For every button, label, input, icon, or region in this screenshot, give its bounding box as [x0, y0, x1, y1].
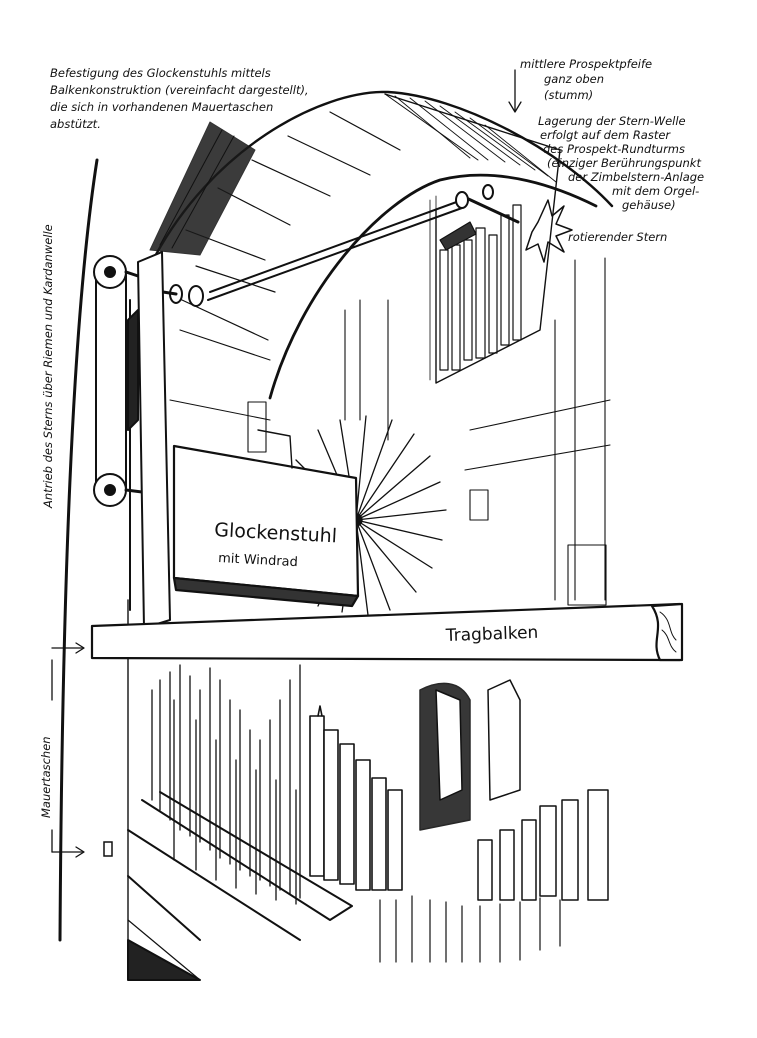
tragbalken-label: Tragbalken	[444, 623, 538, 646]
gallery-rail	[127, 791, 353, 981]
note-stern: rotierender Stern	[568, 230, 667, 244]
note-mauertaschen: Mauertaschen	[39, 736, 53, 818]
pipe-field-low	[379, 895, 561, 963]
wall-lines-right	[169, 257, 611, 606]
vertical-beam	[127, 251, 171, 629]
pipe-field-right	[419, 679, 609, 901]
note-lagerung: Lagerung der Stern-Welle erfolgt auf dem…	[538, 114, 704, 212]
svg-text:mit dem Orgel-: mit dem Orgel-	[612, 184, 699, 198]
glockenstuhl-box	[172, 429, 360, 608]
pillar-hatching	[149, 121, 256, 256]
prospekt-tower	[384, 93, 561, 384]
svg-text:erfolgt auf dem Raster: erfolgt auf dem Raster	[540, 128, 671, 142]
svg-text:(einziger Berührungspunkt: (einziger Berührungspunkt	[547, 156, 701, 170]
svg-text:abstützt.: abstützt.	[50, 117, 101, 131]
cardan-shaft	[148, 184, 520, 307]
prospekt-pipes	[439, 204, 522, 371]
svg-text:(stumm): (stumm)	[544, 88, 593, 102]
annotation-arrows	[51, 69, 522, 858]
svg-text:die sich in vorhandenen Mauert: die sich in vorhandenen Mauertaschen	[50, 100, 273, 114]
windrad-label: mit Windrad	[218, 551, 298, 570]
note-prospektpfeife: mittlere Prospektpfeife ganz oben (stumm…	[520, 57, 652, 102]
svg-text:Befestigung des Glockenstuhls: Befestigung des Glockenstuhls mittels	[50, 66, 271, 80]
mauertasche-marker	[103, 841, 113, 857]
svg-text:der Zimbelstern-Anlage: der Zimbelstern-Anlage	[568, 170, 704, 184]
svg-text:des Prospekt-Rundturms: des Prospekt-Rundturms	[543, 142, 685, 156]
svg-text:Balkenkonstruktion (vereinfach: Balkenkonstruktion (vereinfacht dargeste…	[50, 83, 309, 97]
left-wall	[58, 158, 99, 942]
pipe-field-front	[309, 705, 403, 891]
rotating-star	[525, 199, 573, 263]
svg-text:mittlere Prospektpfeife: mittlere Prospektpfeife	[520, 57, 652, 71]
tragbalken-beam	[90, 602, 684, 662]
pipe-field-back	[151, 664, 301, 905]
note-antrieb: Antrieb des Sterns über Riemen und Karda…	[41, 224, 55, 509]
svg-text:gehäuse): gehäuse)	[622, 198, 676, 212]
svg-text:Lagerung der Stern-Welle: Lagerung der Stern-Welle	[538, 114, 686, 128]
svg-text:ganz oben: ganz oben	[544, 72, 604, 86]
note-befestigung: Befestigung des Glockenstuhls mittels Ba…	[50, 66, 309, 131]
